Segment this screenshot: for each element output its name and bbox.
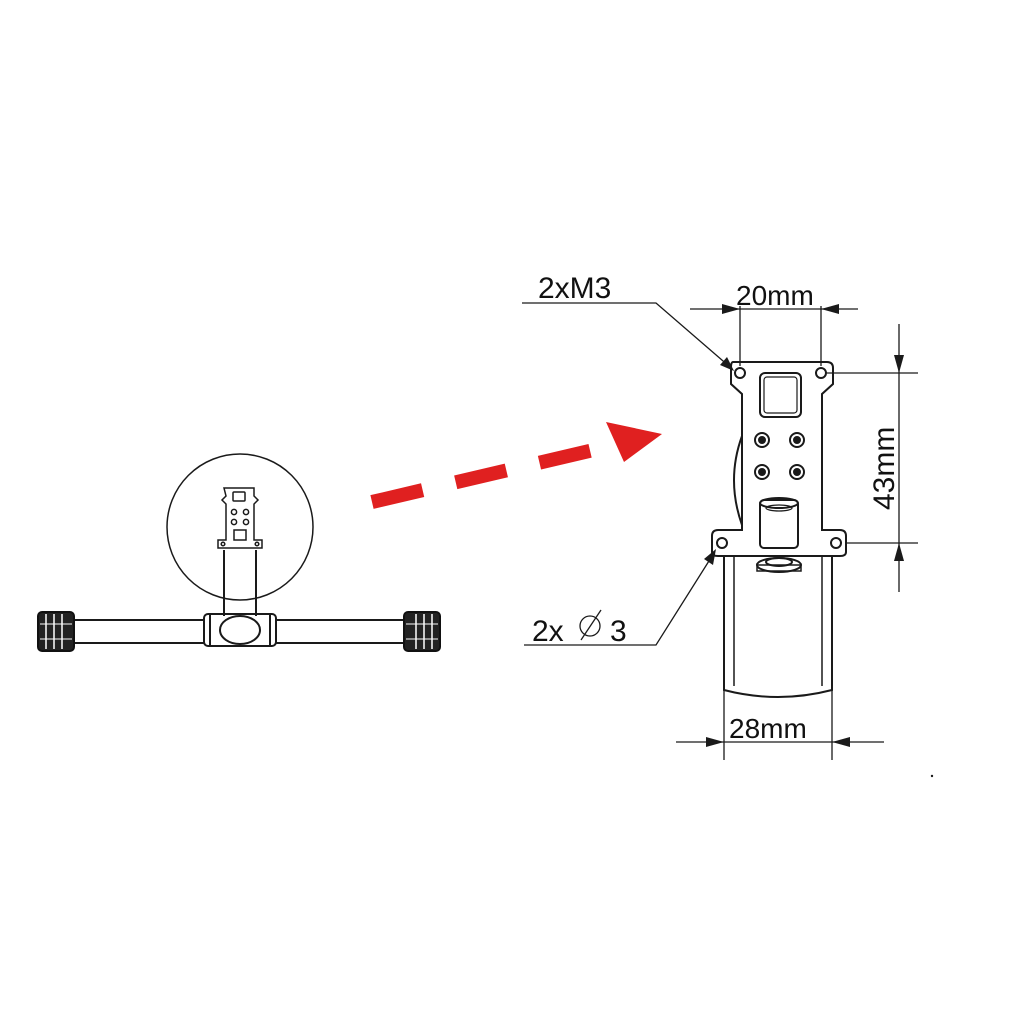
label-width-bottom: 28mm	[729, 713, 807, 744]
bolt-holes	[754, 432, 805, 480]
d3-hole-left	[716, 537, 728, 549]
top-window	[759, 372, 802, 418]
arrow-head-icon	[606, 422, 662, 462]
label-width-top: 20mm	[736, 280, 814, 311]
bottom-nut	[756, 557, 802, 573]
zoom-arrow	[370, 422, 662, 509]
overview-assembly	[37, 453, 441, 652]
label-hole-diameter: 3	[610, 615, 627, 648]
m3-hole-left	[734, 367, 746, 379]
detail-mount	[711, 361, 847, 698]
vertical-tube	[223, 550, 257, 616]
right-end-cap	[403, 611, 441, 652]
magnifier-circle	[166, 453, 314, 601]
label-height: 43mm	[868, 427, 901, 510]
detail-tube	[723, 548, 833, 698]
left-end-cap	[37, 611, 75, 652]
small-mount	[217, 487, 263, 549]
clamp-slot	[759, 497, 799, 549]
diameter-icon	[579, 609, 602, 641]
t-joint	[203, 613, 277, 647]
mount-plate	[711, 361, 847, 557]
label-screw: 2xM3	[538, 272, 611, 305]
d3-hole-right	[830, 537, 842, 549]
m3-hole-right	[815, 367, 827, 379]
label-hole-count: 2x	[532, 615, 564, 648]
dimension-lines	[522, 302, 934, 778]
